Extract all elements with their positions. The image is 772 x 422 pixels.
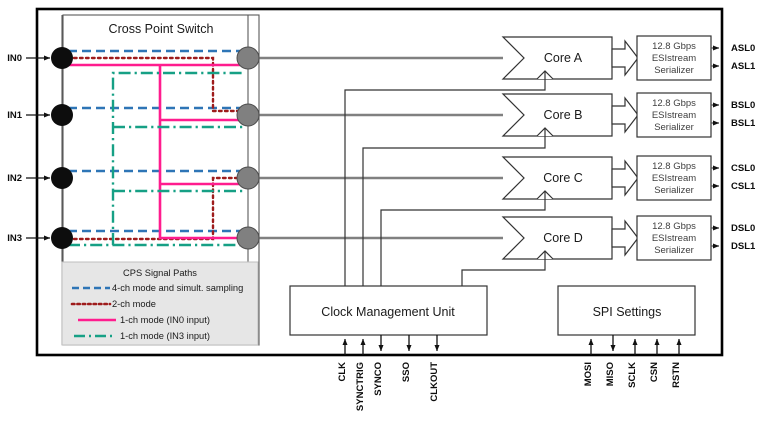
- core-c-label: Core C: [543, 171, 583, 185]
- legend: CPS Signal Paths 4-ch mode and simult. s…: [61, 261, 259, 346]
- serializer-c-line1: 12.8 Gbps: [652, 161, 696, 172]
- clock-wire-core-c: [380, 191, 546, 286]
- cps-output-node-b: [236, 103, 260, 127]
- output-lanes-group: ASL0 ASL1 BSL0 BSL1 CSL0 CSL1 DSL0 DSL1: [711, 43, 756, 252]
- serializer-d-line1: 12.8 Gbps: [652, 221, 696, 232]
- serializer-b-line3: Serializer: [654, 122, 694, 133]
- cps-path-2ch-in0: [66, 56, 246, 113]
- output-label-asl0: ASL0: [731, 43, 755, 54]
- serializer-a-line3: Serializer: [654, 65, 694, 76]
- serializer-d-line2: ESIstream: [652, 233, 696, 244]
- output-label-asl1: ASL1: [731, 61, 756, 72]
- input-label-in3: IN3: [7, 233, 22, 244]
- output-label-bsl0: BSL0: [731, 100, 755, 111]
- clock-wire-core-a: [344, 71, 546, 286]
- cps-path-2ch-group: [66, 56, 246, 241]
- spi-settings-box: [557, 285, 696, 336]
- core-b-shape: [501, 93, 613, 137]
- output-label-csl1: CSL1: [731, 181, 756, 192]
- input-node-in2: [51, 167, 73, 189]
- cps-path-1ch-in0-group: [68, 63, 244, 240]
- serializer-a-line2: ESIstream: [652, 53, 696, 64]
- pin-label-sso: SSO: [401, 362, 412, 382]
- input-node-in3: [51, 227, 73, 249]
- serializer-a-box: [636, 35, 712, 81]
- spi-settings-label: SPI Settings: [593, 305, 662, 319]
- core-blocks-group: Core A Core B Core C Core D: [501, 36, 613, 260]
- core-c-shape: [501, 156, 613, 200]
- cross-point-switch-label: Cross Point Switch: [109, 22, 214, 36]
- pin-label-sclk: SCLK: [627, 362, 638, 388]
- pin-label-synco: SYNCO: [373, 362, 384, 396]
- spi-pins-group: MOSI MISO SCLK CSN RSTN: [583, 335, 682, 388]
- chip-boundary: [35, 7, 724, 357]
- clock-wire-core-d: [461, 251, 546, 286]
- legend-label-4ch: 4-ch mode and simult. sampling: [112, 283, 243, 293]
- block-arrow-core-a: [611, 39, 639, 77]
- core-d-shape: [501, 216, 613, 260]
- serializer-d-line3: Serializer: [654, 245, 694, 256]
- core-d-label: Core D: [543, 231, 583, 245]
- clock-management-unit-box: [289, 285, 488, 336]
- serializer-b-box: [636, 92, 712, 138]
- input-node-in1: [51, 104, 73, 126]
- cps-output-node-c: [236, 166, 260, 190]
- output-label-dsl1: DSL1: [731, 241, 756, 252]
- core-a-label: Core A: [544, 51, 583, 65]
- pin-label-miso: MISO: [605, 362, 616, 386]
- cps-output-node-d: [236, 226, 260, 250]
- input-node-in0: [51, 47, 73, 69]
- legend-title: CPS Signal Paths: [123, 268, 197, 278]
- clock-wire-core-b: [362, 128, 546, 286]
- core-to-serializer-arrows: [611, 39, 639, 257]
- cps-path-1ch-in3-group: [68, 71, 244, 247]
- legend-label-1ch-in3: 1-ch mode (IN3 input): [120, 331, 210, 341]
- pin-label-clkout: CLKOUT: [429, 362, 440, 402]
- serializer-blocks-group: 12.8 Gbps ESIstream Serializer 12.8 Gbps…: [636, 35, 712, 261]
- serializer-a-line1: 12.8 Gbps: [652, 41, 696, 52]
- input-label-in1: IN1: [7, 110, 23, 121]
- clock-management-unit-label: Clock Management Unit: [321, 305, 455, 319]
- output-label-dsl0: DSL0: [731, 223, 755, 234]
- block-arrow-core-c: [611, 159, 639, 197]
- block-arrow-core-d: [611, 219, 639, 257]
- serializer-c-line3: Serializer: [654, 185, 694, 196]
- serializer-d-box: [636, 215, 712, 261]
- cps-path-1ch-in3-bus: [111, 71, 244, 245]
- input-nodes-group: IN0 IN1 IN2 IN3: [7, 47, 73, 249]
- input-label-in0: IN0: [7, 53, 22, 64]
- serializer-c-box: [636, 155, 712, 201]
- cps-output-nodes-group: [236, 46, 503, 250]
- serializer-b-line1: 12.8 Gbps: [652, 98, 696, 109]
- input-label-in2: IN2: [7, 173, 22, 184]
- cps-path-2ch-in3: [66, 176, 246, 241]
- clock-pins-group: CLK SYNCTRIG SYNCO SSO CLKOUT: [337, 335, 440, 411]
- core-b-label: Core B: [544, 108, 583, 122]
- output-label-bsl1: BSL1: [731, 118, 756, 129]
- serializer-b-line2: ESIstream: [652, 110, 696, 121]
- block-arrow-core-b: [611, 96, 639, 134]
- cps-output-node-a: [236, 46, 260, 70]
- pin-label-csn: CSN: [649, 362, 660, 382]
- legend-label-2ch: 2-ch mode: [112, 299, 156, 309]
- core-a-shape: [501, 36, 613, 80]
- pin-label-mosi: MOSI: [583, 362, 594, 386]
- cps-path-4ch-group: [68, 49, 244, 233]
- pin-label-rstn: RSTN: [671, 362, 682, 388]
- clock-distribution-group: [344, 71, 546, 286]
- legend-label-1ch-in0: 1-ch mode (IN0 input): [120, 315, 210, 325]
- serializer-c-line2: ESIstream: [652, 173, 696, 184]
- pin-label-clk: CLK: [337, 362, 348, 382]
- output-label-csl0: CSL0: [731, 163, 755, 174]
- cps-path-1ch-in0-bus: [158, 65, 244, 240]
- pin-label-synctrig: SYNCTRIG: [355, 362, 366, 411]
